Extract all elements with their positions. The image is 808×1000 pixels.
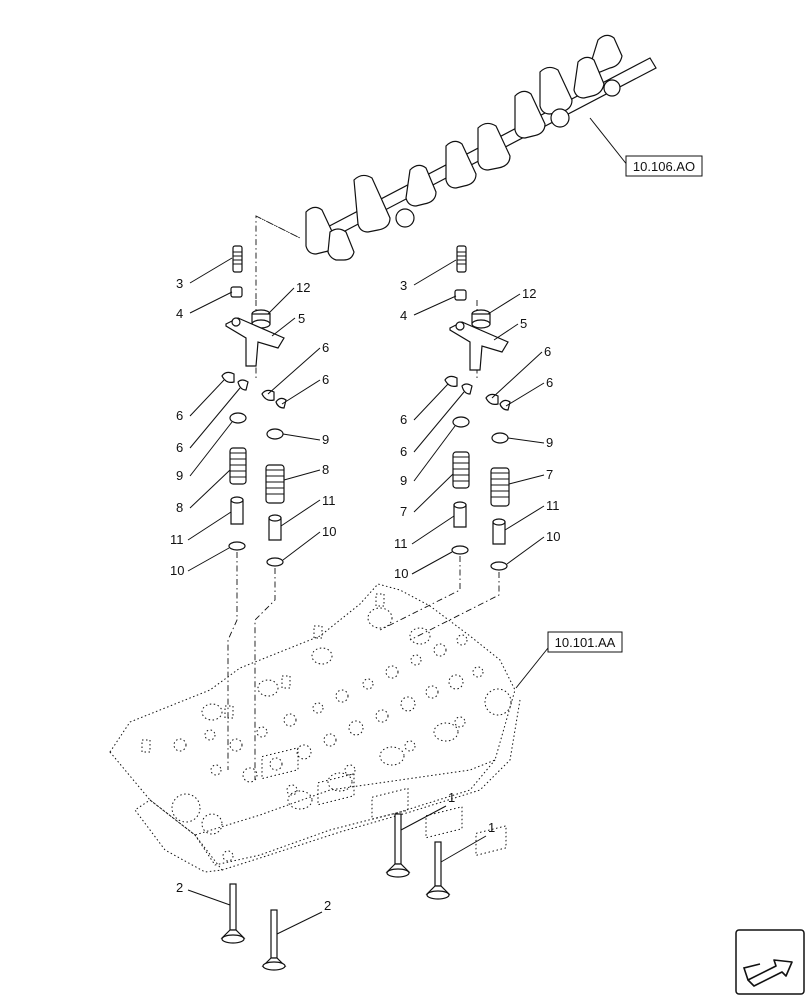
callout-6d-right: 6	[400, 444, 407, 459]
callout-5-right: 5	[520, 316, 527, 331]
reference-label-rocker-shaft: 10.106.AO	[633, 159, 695, 174]
cylinder-head	[109, 583, 549, 873]
callout-4-right: 4	[400, 308, 407, 323]
callout-8b-left: 8	[176, 500, 183, 515]
callout-9a-left: 9	[322, 432, 329, 447]
callout-6d-left: 6	[176, 440, 183, 455]
callout-7a-right: 7	[546, 467, 553, 482]
callout-9a-right: 9	[546, 435, 553, 450]
callout-10b-left: 10	[170, 563, 184, 578]
reference-box-cylinder-head[interactable]: 10.101.AA	[547, 631, 623, 653]
left-callouts: 3 4 12 5 6 6 6 6 9 9 8 8 11 11 10 10	[170, 257, 336, 578]
reference-label-cylinder-head: 10.101.AA	[555, 635, 616, 650]
arrow-icon[interactable]	[735, 929, 805, 995]
callout-4-left: 4	[176, 306, 183, 321]
callout-1a: 1	[448, 790, 455, 805]
callout-10a-right: 10	[546, 529, 560, 544]
callout-11a-left: 11	[322, 493, 336, 508]
callout-11b-right: 11	[394, 536, 408, 551]
callout-11b-left: 11	[170, 532, 184, 547]
valve-callouts: 1 1 2 2	[176, 790, 495, 935]
left-valve-train	[221, 245, 287, 780]
callout-12-left: 12	[296, 280, 310, 295]
callout-9b-left: 9	[176, 468, 183, 483]
valves	[220, 813, 451, 971]
callout-6a-left: 6	[322, 340, 329, 355]
callout-11a-right: 11	[546, 498, 560, 513]
callout-2b: 2	[324, 898, 331, 913]
callout-12-right: 12	[522, 286, 536, 301]
right-callouts: 3 4 12 5 6 6 6 6 9 9 7 7 11 11 10 10	[394, 259, 560, 581]
callout-3-right: 3	[400, 278, 407, 293]
callout-10b-right: 10	[394, 566, 408, 581]
right-valve-train	[379, 245, 511, 641]
callout-6c-right: 6	[400, 412, 407, 427]
callout-6c-left: 6	[176, 408, 183, 423]
callout-6a-right: 6	[544, 344, 551, 359]
callout-10a-left: 10	[322, 524, 336, 539]
rocker-shaft-assembly	[305, 34, 657, 261]
callout-5-left: 5	[298, 311, 305, 326]
callout-6b-right: 6	[546, 375, 553, 390]
callout-1b: 1	[488, 820, 495, 835]
callout-9b-right: 9	[400, 473, 407, 488]
reference-box-rocker-shaft[interactable]: 10.106.AO	[625, 155, 703, 177]
callout-2a: 2	[176, 880, 183, 895]
callout-8a-left: 8	[322, 462, 329, 477]
callout-7b-right: 7	[400, 504, 407, 519]
callout-3-left: 3	[176, 276, 183, 291]
callout-6b-left: 6	[322, 372, 329, 387]
